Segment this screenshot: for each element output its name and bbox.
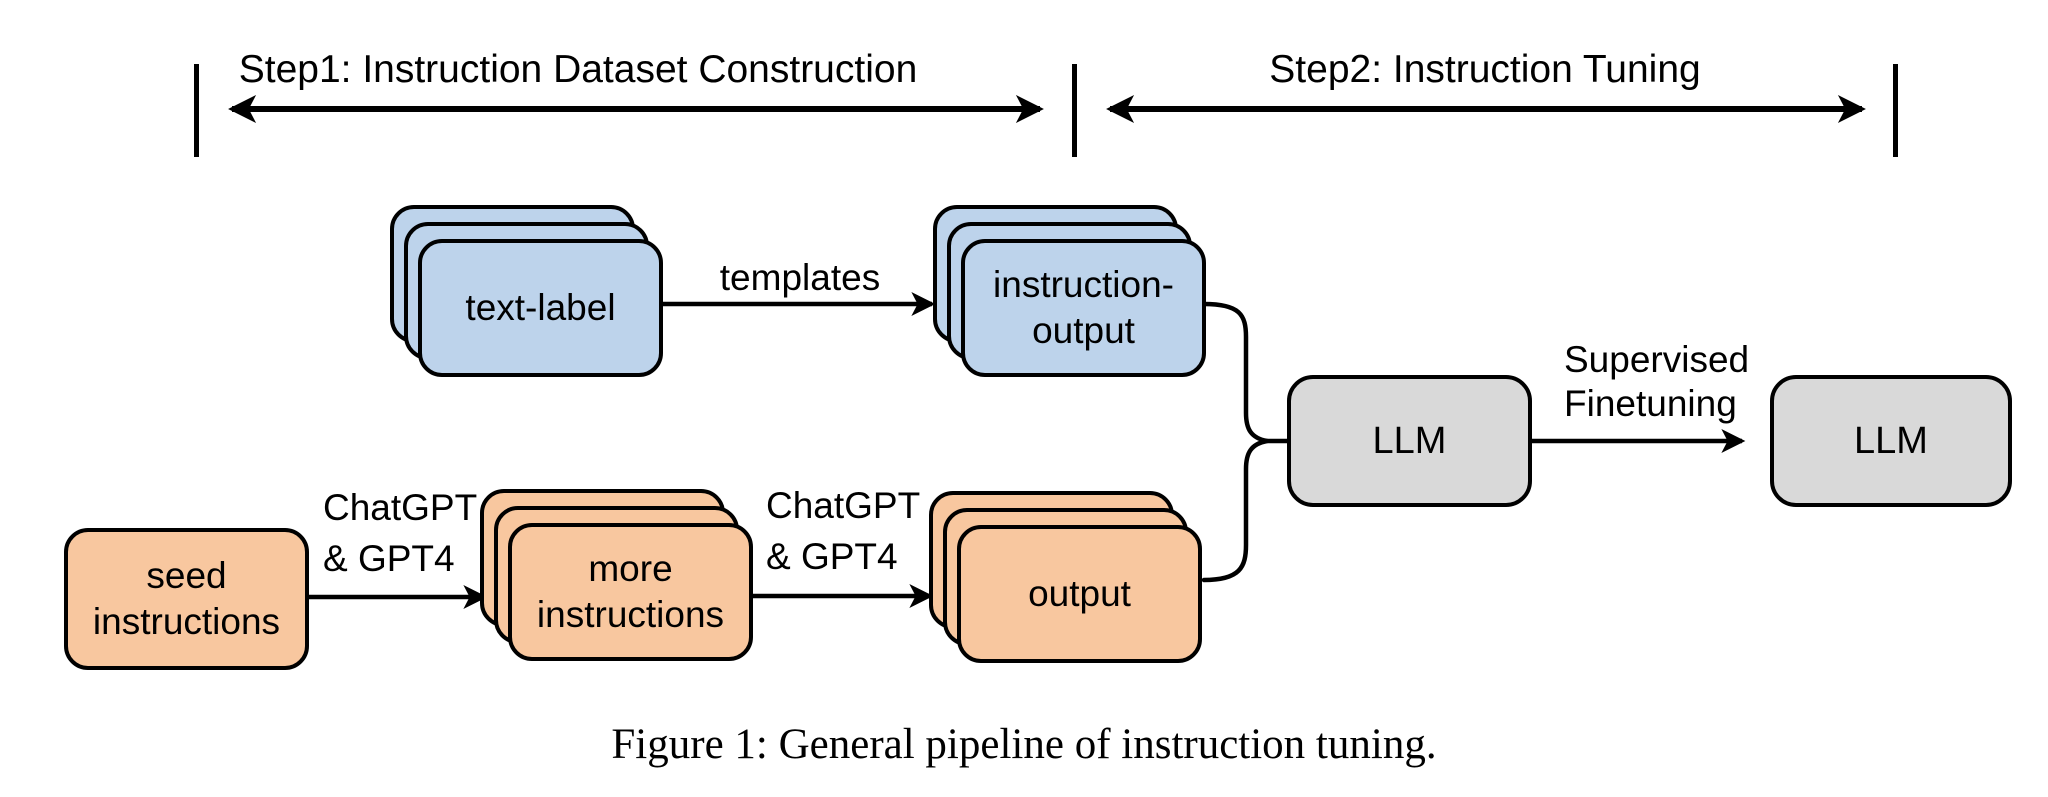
ruler-tick-left xyxy=(194,64,199,157)
instruction-output-card: instruction- output xyxy=(961,239,1206,377)
instruction-output-line2: output xyxy=(1032,310,1135,351)
more-line2: instructions xyxy=(536,594,725,635)
templates-label: templates xyxy=(719,257,881,298)
chatgpt2-line1: ChatGPT xyxy=(766,485,921,526)
llm-base-box: LLM xyxy=(1287,375,1532,507)
seed-line1: seed xyxy=(146,555,227,596)
more-line1: more xyxy=(588,548,673,589)
seed-instructions-text: seed instructions xyxy=(68,532,305,666)
llm-tuned-box: LLM xyxy=(1770,375,2012,507)
seed-instructions-card: seed instructions xyxy=(64,528,309,670)
chatgpt-gpt4-label-2: ChatGPT & GPT4 xyxy=(766,480,920,582)
chatgpt-gpt4-label-1: ChatGPT & GPT4 xyxy=(323,482,477,584)
merge-brace xyxy=(1201,301,1270,583)
ruler-tick-middle xyxy=(1072,64,1077,157)
sft-line1: Supervised xyxy=(1564,339,1750,380)
output-line: output xyxy=(1028,573,1131,614)
instruction-output-text: instruction- output xyxy=(965,243,1202,373)
llm-tuned-label: LLM xyxy=(1854,419,1928,462)
figure-caption: Figure 1: General pipeline of instructio… xyxy=(611,721,1437,768)
chatgpt1-line2: & GPT4 xyxy=(323,538,455,579)
step2-header: Step2: Instruction Tuning xyxy=(1269,48,1701,91)
seed-line2: instructions xyxy=(92,601,281,642)
text-label-card: text-label xyxy=(418,239,663,377)
more-instructions-text: more instructions xyxy=(512,527,749,657)
chatgpt2-line2: & GPT4 xyxy=(766,536,898,577)
instruction-output-line1: instruction- xyxy=(993,264,1174,305)
output-card: output xyxy=(957,525,1202,663)
sft-line2: Finetuning xyxy=(1564,383,1737,424)
step1-header: Step1: Instruction Dataset Construction xyxy=(238,48,918,91)
ruler-tick-right xyxy=(1893,64,1898,157)
llm-base-label: LLM xyxy=(1372,419,1447,462)
text-label-line: text-label xyxy=(465,287,616,328)
more-instructions-card: more instructions xyxy=(508,523,753,661)
supervised-finetuning-label: Supervised Finetuning xyxy=(1564,338,1749,426)
chatgpt1-line1: ChatGPT xyxy=(323,487,478,528)
text-label-text: text-label xyxy=(422,243,659,373)
output-text: output xyxy=(961,529,1198,659)
